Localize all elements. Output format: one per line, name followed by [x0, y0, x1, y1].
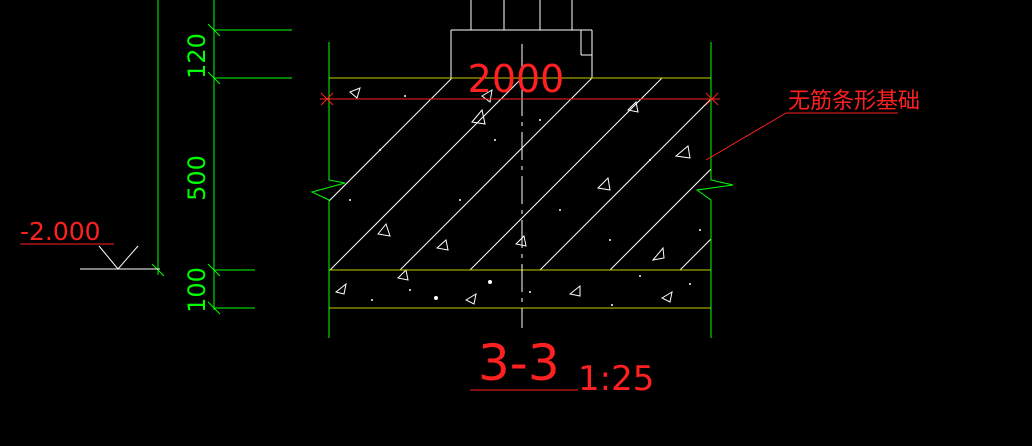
annotation-leader: [705, 112, 898, 161]
dimension-500-label: 500: [183, 155, 211, 201]
plain-strip-foundation: [329, 78, 711, 270]
cushion-layer: [334, 268, 691, 306]
dimension-100-label: 100: [183, 267, 211, 313]
section-scale: 1:25: [578, 359, 654, 399]
width-dimension: [320, 92, 720, 106]
layer-boundary-lines: [329, 77, 711, 309]
column-stub: [450, 0, 593, 78]
elevation-marker: -2.000: [20, 217, 160, 270]
vertical-dimension-chain: [151, 0, 292, 315]
section-title-block: 3-3 1:25: [470, 334, 654, 399]
dimension-120-label: 120: [183, 33, 211, 79]
annotation-label: 无筋条形基础: [788, 89, 920, 114]
width-dimension-label: 2000: [468, 57, 565, 101]
elevation-label: -2.000: [20, 217, 101, 246]
section-title: 3-3: [478, 334, 560, 392]
